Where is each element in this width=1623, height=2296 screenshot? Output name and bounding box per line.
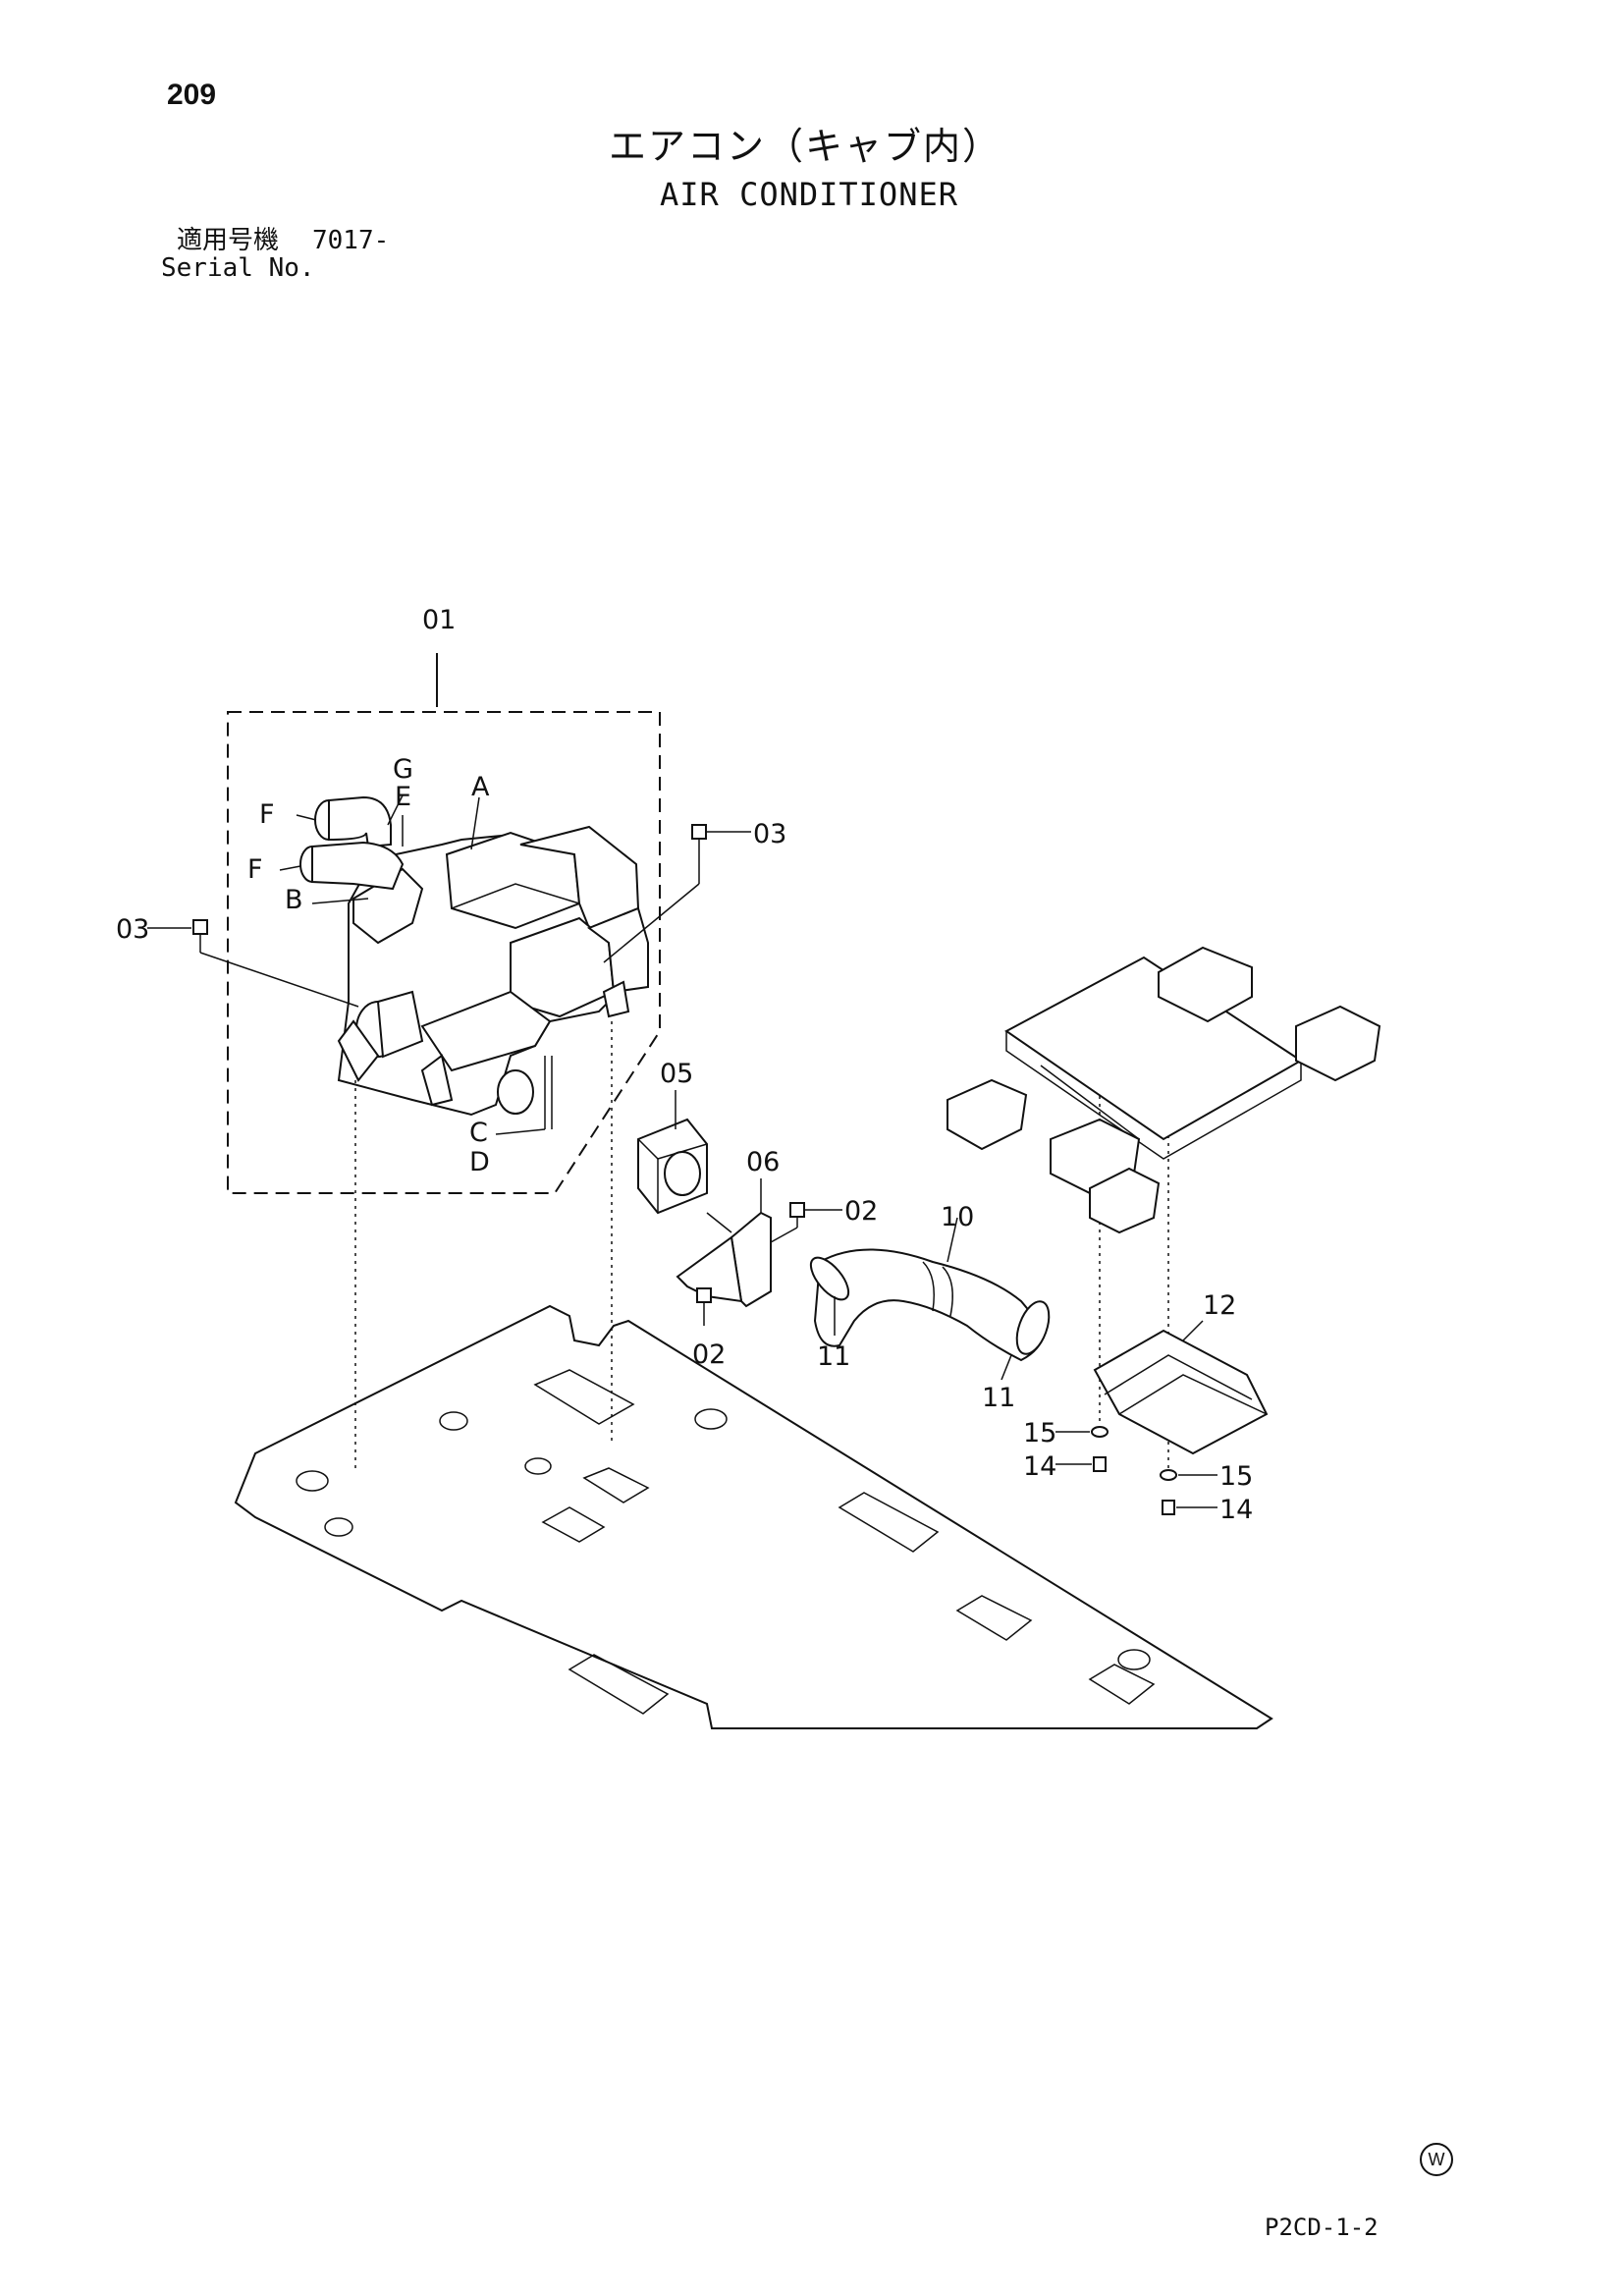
- part-10-hose: [813, 1217, 1048, 1362]
- label-part-02-lower: 02: [692, 1339, 726, 1370]
- cab-floor-plate: [234, 1304, 1273, 1729]
- label-ref-A: A: [471, 772, 490, 802]
- screw-02-lower: [696, 1287, 712, 1326]
- washer-15-left: [1055, 1426, 1109, 1438]
- serial-label-japanese: 適用号機: [177, 226, 280, 255]
- label-part-06: 06: [746, 1147, 780, 1177]
- label-part-12: 12: [1203, 1290, 1236, 1321]
- document-code: P2CD-1-2: [1265, 2214, 1379, 2241]
- label-part-01: 01: [422, 605, 456, 635]
- serial-label-english: Serial No.: [161, 253, 315, 283]
- screw-03-left: [147, 919, 359, 1008]
- part-06-bracket: [676, 1178, 772, 1308]
- label-ref-B: B: [285, 885, 303, 915]
- part-11-clamp-right: [1001, 1300, 1051, 1381]
- page-number: 209: [167, 79, 217, 111]
- bolt-14-left: [1055, 1456, 1107, 1472]
- label-part-02-right: 02: [844, 1196, 878, 1227]
- label-part-14-left: 14: [1023, 1451, 1056, 1482]
- screw-02-right: [770, 1202, 842, 1243]
- revision-mark: W: [1420, 2143, 1453, 2176]
- label-part-03-left: 03: [116, 914, 149, 945]
- label-part-14-right: 14: [1219, 1495, 1253, 1525]
- label-part-15-right: 15: [1219, 1461, 1253, 1492]
- serial-value: 7017-: [312, 226, 390, 255]
- part-11-clamp-left: [809, 1256, 850, 1336]
- label-part-03-right: 03: [753, 819, 786, 849]
- title-japanese: エアコン（キャブ内）: [609, 125, 1002, 168]
- air-conditioner-unit: [299, 795, 649, 1129]
- cab-frame-bracket: [947, 946, 1381, 1234]
- title-english: AIR CONDITIONER: [660, 176, 958, 213]
- label-ref-F-upper: F: [259, 799, 275, 830]
- part-05-adapter: [637, 1090, 708, 1215]
- label-part-05: 05: [660, 1059, 693, 1089]
- part-12-duct: [1093, 1320, 1269, 1455]
- assembly-01-leaders: [279, 794, 546, 1135]
- label-part-15-left: 15: [1023, 1418, 1056, 1449]
- label-ref-G: G: [393, 754, 413, 785]
- assembly-01-boundary: [227, 653, 661, 1194]
- label-ref-F-lower: F: [247, 854, 263, 885]
- label-ref-C: C: [469, 1118, 488, 1148]
- screw-03-right: [603, 824, 751, 963]
- bolt-14-right: [1162, 1500, 1217, 1515]
- label-part-11-left: 11: [817, 1341, 850, 1372]
- label-ref-E: E: [395, 782, 411, 812]
- label-ref-D: D: [469, 1147, 490, 1177]
- label-part-10: 10: [941, 1202, 974, 1232]
- label-part-11-right: 11: [982, 1383, 1015, 1413]
- washer-15-right: [1160, 1469, 1217, 1481]
